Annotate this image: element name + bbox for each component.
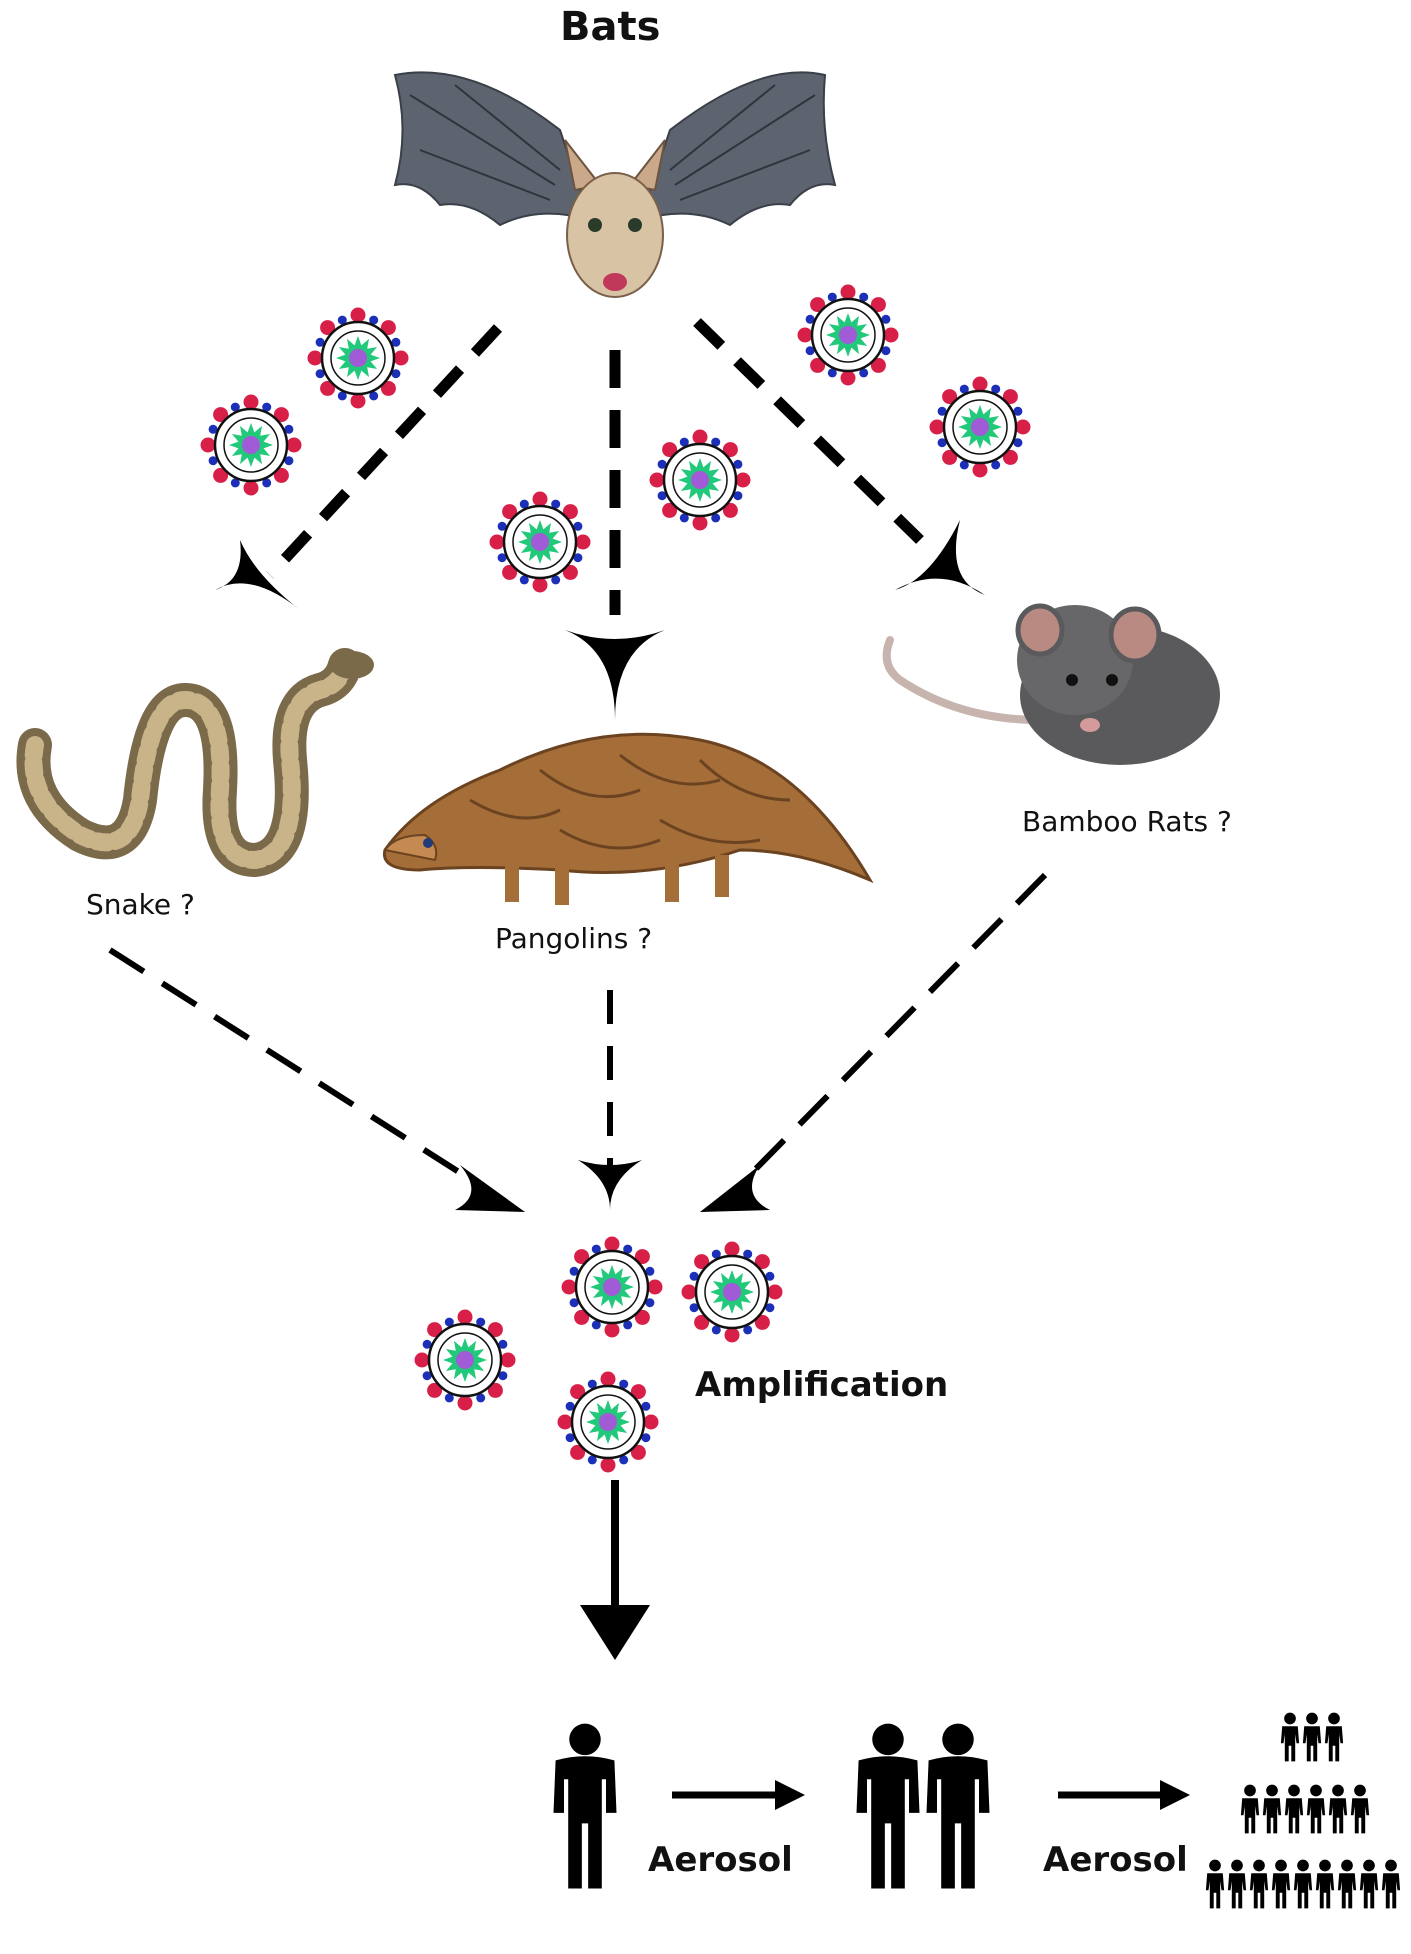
crowd-person-icon <box>1328 1784 1348 1834</box>
amplification-label: Amplification <box>695 1365 949 1405</box>
virus-particle <box>488 490 592 594</box>
pangolins-label: Pangolins ? <box>495 922 653 955</box>
arrowhead-aerosol-1 <box>775 1780 805 1810</box>
transmission-arrows <box>108 318 1165 1799</box>
diagram-title: Bats <box>560 4 661 50</box>
pangolin-illustration <box>382 732 874 905</box>
crowd-person-icon <box>1271 1859 1291 1909</box>
aerosol-label-2: Aerosol <box>1043 1840 1188 1880</box>
rat-illustration <box>882 603 1220 765</box>
crowd-person-icon <box>1240 1784 1260 1834</box>
snake-illustration <box>16 648 374 878</box>
virus-particles <box>199 283 1032 1474</box>
virus-particle <box>648 428 752 532</box>
arrow-rat-to-amplification <box>732 872 1048 1193</box>
crowd-person-icon <box>1280 1712 1300 1762</box>
bat-head <box>566 172 664 298</box>
arrowhead-aerosol-2 <box>1160 1780 1190 1810</box>
arrowhead-rat <box>895 520 985 595</box>
crowd-person-icon <box>1315 1859 1335 1909</box>
crowd-person-icon <box>1293 1859 1313 1909</box>
virus-particle <box>413 1308 517 1412</box>
arrow-bat-to-snake <box>265 324 503 579</box>
person-icon-single <box>553 1723 617 1889</box>
person-icon-pair-right <box>926 1723 990 1889</box>
arrow-snake-to-amplification <box>108 947 497 1198</box>
person-icon-pair-left <box>856 1723 920 1889</box>
snake-label: Snake ? <box>86 888 195 921</box>
aerosol-label-1: Aerosol <box>648 1840 793 1880</box>
crowd-person-icon <box>1359 1859 1379 1909</box>
bamboo-rats-label: Bamboo Rats ? <box>1022 805 1232 838</box>
virus-particle <box>306 306 410 410</box>
bat-illustration <box>393 71 837 298</box>
crowd-person-icon <box>1302 1712 1322 1762</box>
crowd-person-icon <box>1262 1784 1282 1834</box>
crowd-icon <box>1205 1712 1401 1909</box>
virus-particle <box>556 1370 660 1474</box>
arrowhead-amp-human <box>580 1605 650 1660</box>
arrowhead-snake-amp <box>455 1165 525 1212</box>
bat-right-wing <box>638 71 837 227</box>
virus-particle <box>680 1240 784 1344</box>
crowd-person-icon <box>1306 1784 1326 1834</box>
crowd-person-icon <box>1284 1784 1304 1834</box>
arrowhead-pangolin <box>565 630 665 720</box>
arrowhead-snake <box>215 540 300 610</box>
virus-particle <box>928 375 1032 479</box>
bat-left-wing <box>393 71 592 227</box>
crowd-person-icon <box>1324 1712 1344 1762</box>
arrowheads <box>215 520 1190 1810</box>
arrowhead-pangolin-amp <box>578 1160 642 1210</box>
crowd-person-icon <box>1249 1859 1269 1909</box>
crowd-person-icon <box>1381 1859 1401 1909</box>
crowd-person-icon <box>1350 1784 1370 1834</box>
crowd-person-icon <box>1205 1859 1225 1909</box>
crowd-person-icon <box>1337 1859 1357 1909</box>
crowd-person-icon <box>1227 1859 1247 1909</box>
virus-particle <box>560 1235 664 1339</box>
arrowhead-rat-amp <box>700 1165 770 1212</box>
virus-particle <box>199 393 303 497</box>
virus-particle <box>796 283 900 387</box>
